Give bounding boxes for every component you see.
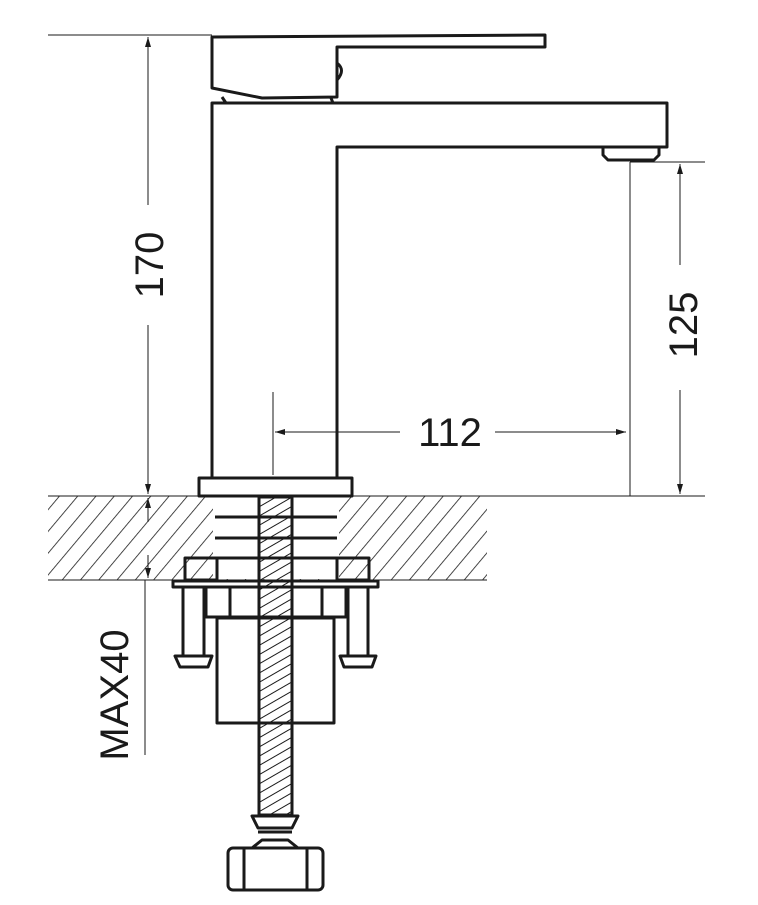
dimension-total-height: 170 xyxy=(48,34,212,494)
faucet-handle xyxy=(210,33,547,104)
dimension-label-112: 112 xyxy=(418,411,482,455)
dimension-spout-height: 125 xyxy=(629,161,706,496)
dimension-label-125: 125 xyxy=(662,292,706,359)
threaded-rod xyxy=(226,495,325,892)
dimension-label-max40: MAX40 xyxy=(93,629,137,760)
dimension-max-thickness: MAX40 xyxy=(93,498,151,761)
countertop-section xyxy=(48,495,705,581)
dimension-spout-reach: 112 xyxy=(272,392,626,475)
dimension-label-170: 170 xyxy=(128,232,172,299)
